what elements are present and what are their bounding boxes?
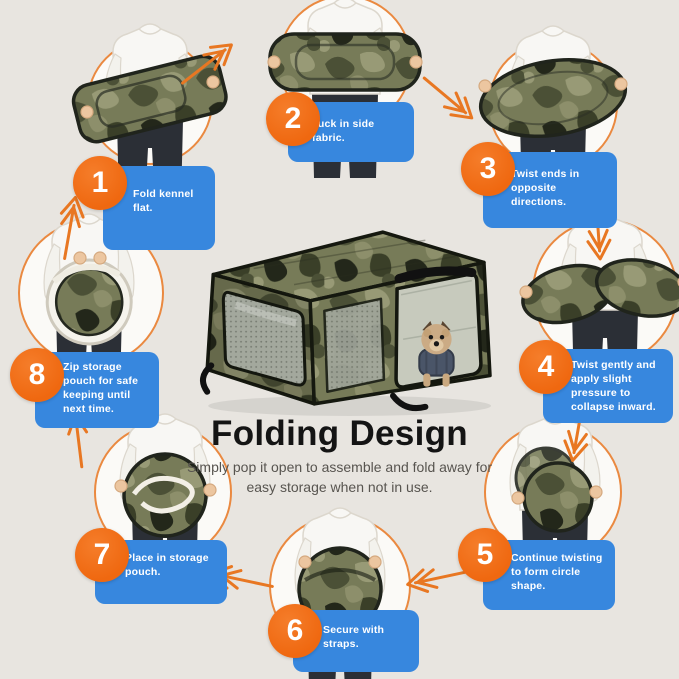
step-6-number-badge: 6 [268, 604, 322, 658]
step-8-number-badge: 8 [10, 348, 64, 402]
puppy-in-kennel [418, 321, 455, 387]
kennel-mesh-window [221, 290, 307, 387]
kennel-handle [394, 266, 477, 284]
kennel-strap-front [390, 392, 429, 412]
infographic-subtitle: Simply pop it open to assemble and fold … [186, 459, 493, 496]
step-5-number-badge: 5 [458, 528, 512, 582]
kennel-strap-left [199, 362, 215, 395]
center-product-kennel-image [199, 230, 492, 416]
step-3-number-badge: 3 [461, 142, 515, 196]
infographic-title: Folding Design [211, 414, 468, 453]
step-7-number-badge: 7 [75, 528, 129, 582]
arrow-step-2-to-3 [422, 76, 474, 120]
arrow-step-1-to-2 [181, 43, 233, 85]
step-2-number-badge: 2 [266, 92, 320, 146]
step-1-number-badge: 1 [73, 156, 127, 210]
step-4-number-badge: 4 [519, 340, 573, 394]
